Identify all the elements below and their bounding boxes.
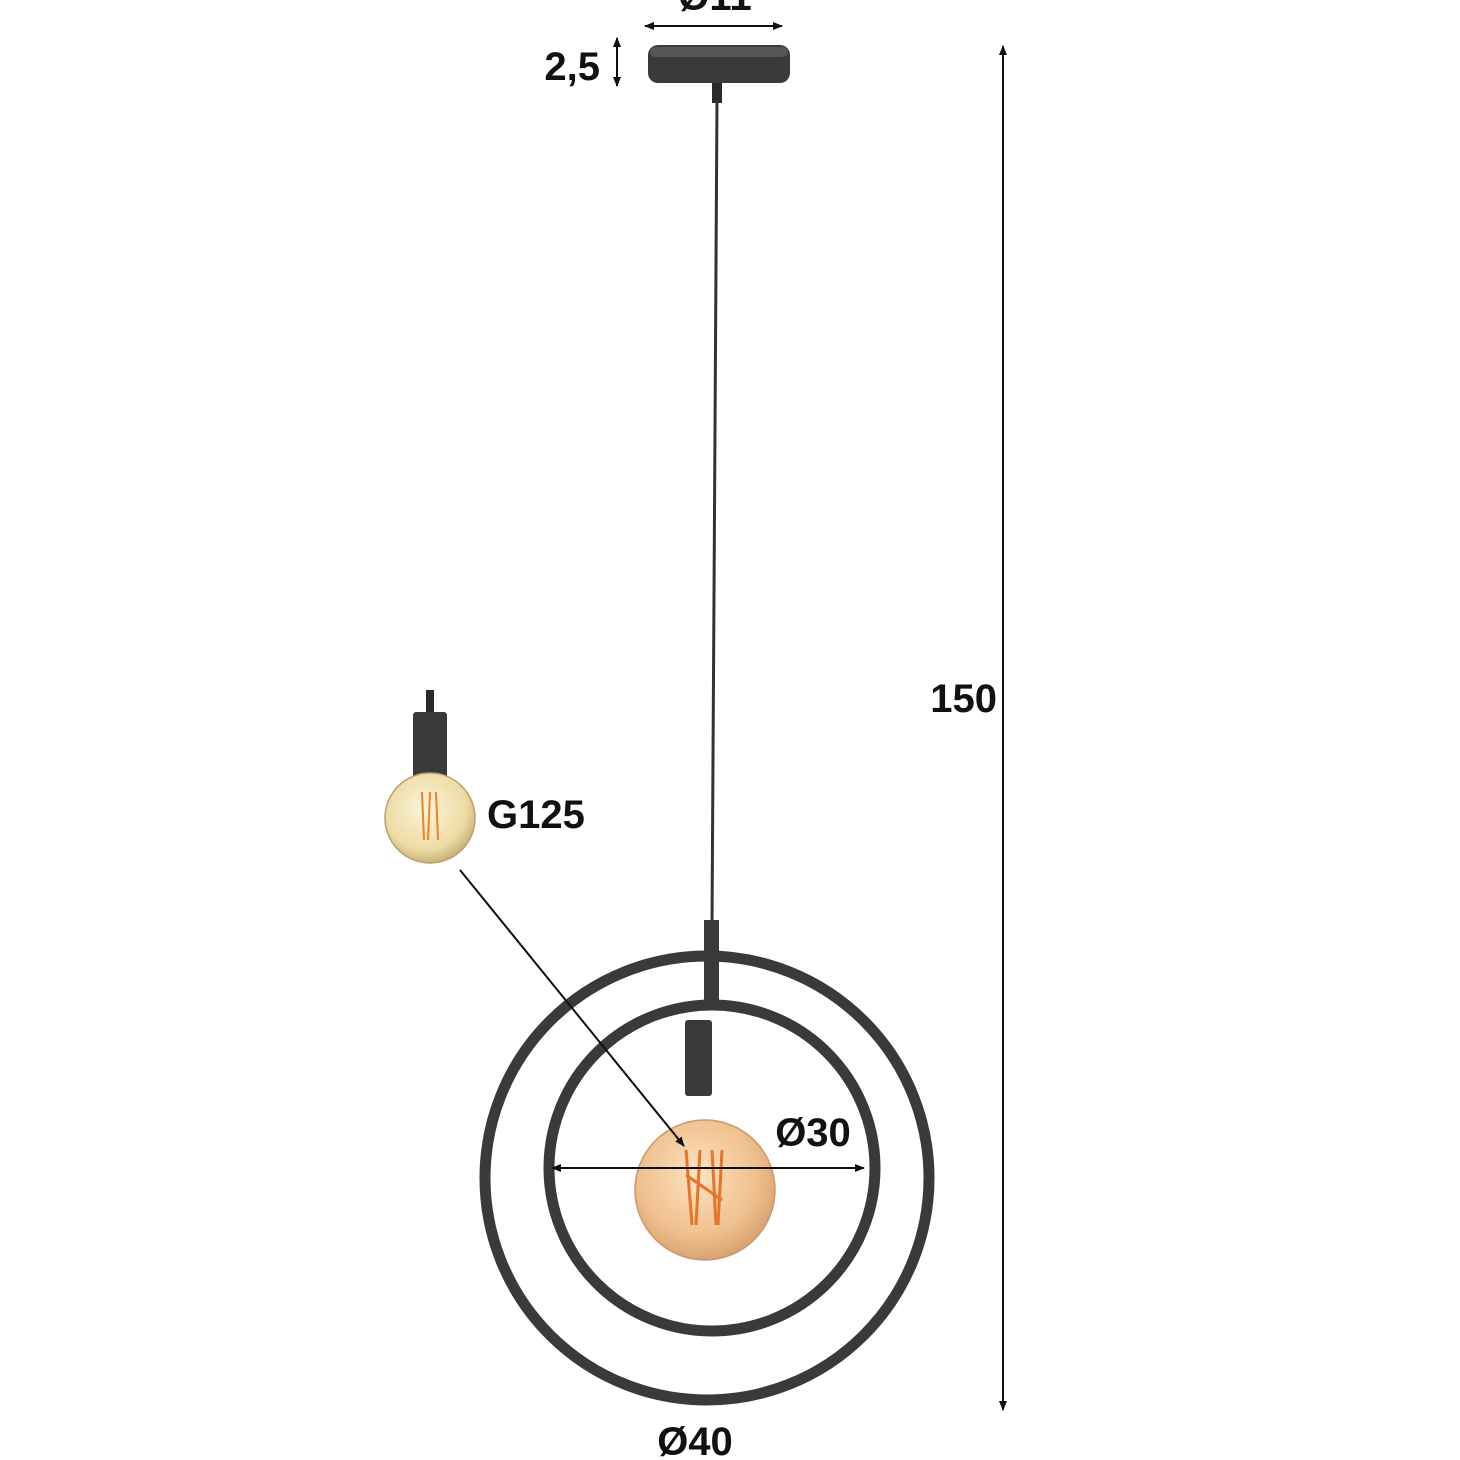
lamp-socket	[685, 1020, 712, 1096]
ceiling-canopy	[648, 45, 790, 103]
main-bulb	[634, 1119, 776, 1261]
bulb-leader-arrow	[459, 869, 685, 1147]
power-cord	[710, 99, 719, 926]
canopy-height-label: 2,5	[544, 45, 600, 89]
bulb-type-label: G125	[487, 793, 585, 837]
ring-stem	[704, 920, 719, 1002]
inner-ring-diameter-label: Ø30	[775, 1111, 851, 1155]
inner-ring	[543, 999, 881, 1337]
canopy-diameter-label: Ø11	[678, 0, 751, 19]
outer-ring-diameter-label: Ø40	[657, 1420, 733, 1460]
bulb-inset	[384, 690, 476, 864]
total-height-label: 150	[930, 677, 997, 721]
